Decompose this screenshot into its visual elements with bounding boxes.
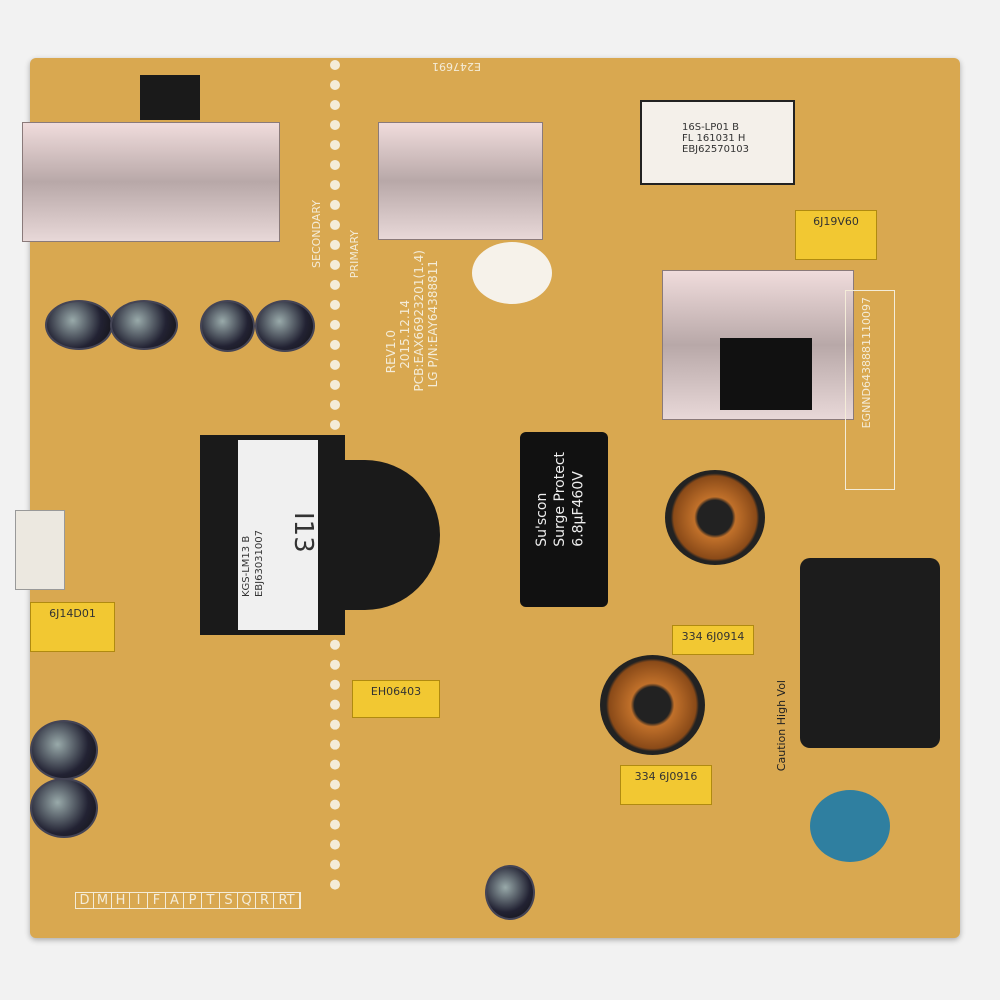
rev-label: REV1.0 — [384, 330, 398, 374]
cap-brand: Su'scon — [534, 492, 551, 547]
heatsink-secondary — [22, 122, 280, 242]
electrolytic-capacitor — [255, 300, 315, 352]
y-capacitor: EH06403 — [352, 680, 440, 718]
heatsink-primary — [378, 122, 543, 240]
cap-rating: 6.8µF460V — [570, 471, 587, 547]
caution-label: Caution High Vol — [775, 680, 788, 772]
thermistor — [472, 242, 552, 304]
letter: M — [94, 893, 112, 908]
ul-label: E247691 — [432, 60, 481, 73]
common-mode-choke — [600, 655, 705, 755]
letter: RT — [274, 893, 300, 908]
primary-label: PRIMARY — [348, 230, 361, 279]
letter: P — [184, 893, 202, 908]
electrolytic-capacitor — [30, 778, 98, 838]
electrolytic-capacitor — [110, 300, 178, 350]
letter: R — [256, 893, 274, 908]
letter: A — [166, 893, 184, 908]
connector — [140, 75, 200, 120]
letter: S — [220, 893, 238, 908]
transformer-line: 16S-LP01 B — [682, 122, 740, 133]
bridge-rectifier — [720, 338, 812, 410]
transformer-line: FL 161031 H — [682, 133, 746, 144]
main-transformer: KGS-LM13 B EBJ63031007 I13 — [200, 435, 345, 635]
letter: Q — [238, 893, 256, 908]
x-capacitor: 334 6J0916 — [620, 765, 712, 805]
transformer-line: EBJ62570103 — [682, 144, 750, 155]
bulk-capacitor: Su'scon Surge Protect 6.8µF460V — [520, 432, 608, 607]
letter: H — [112, 893, 130, 908]
part-label: LG P/N:EAY64388811 — [426, 260, 440, 388]
secondary-label: SECONDARY — [310, 200, 323, 268]
transformer-part-line: KGS-LM13 B — [241, 535, 252, 598]
transformer-tag-background — [238, 440, 318, 630]
letter: F — [148, 893, 166, 908]
date-label: 2015.12.14 — [398, 300, 412, 369]
led-connector — [15, 510, 65, 590]
electrolytic-capacitor — [45, 300, 113, 350]
pcb-label: PCB:EAX66923201(1.4) — [412, 250, 426, 392]
transformer-tag: I13 — [288, 512, 318, 553]
serial-number: EGNND6438881110097 — [860, 297, 873, 429]
serial-label-box: EGNND6438881110097 — [845, 290, 895, 490]
x-capacitor: 334 6J0914 — [672, 625, 754, 655]
transformer-part-line: EBJ63031007 — [254, 530, 265, 598]
letter: I — [130, 893, 148, 908]
standby-transformer: 16S-LP01 B FL 161031 H EBJ62570103 — [640, 100, 795, 185]
electrolytic-capacitor — [200, 300, 255, 352]
cap-spec: Surge Protect — [552, 452, 569, 547]
electrolytic-capacitor — [485, 865, 535, 920]
electrolytic-capacitor — [30, 720, 98, 780]
transformer-part-lines: KGS-LM13 B EBJ63031007 — [240, 530, 266, 597]
common-mode-choke — [665, 470, 765, 565]
y-capacitor: 6J19V60 — [795, 210, 877, 260]
y-capacitor: 6J14D01 — [30, 602, 115, 652]
letter: D — [76, 893, 94, 908]
letter: T — [202, 893, 220, 908]
varistor — [810, 790, 890, 862]
ac-inlet — [800, 558, 940, 748]
option-letters: D M H I F A P T S Q R RT — [75, 892, 301, 909]
